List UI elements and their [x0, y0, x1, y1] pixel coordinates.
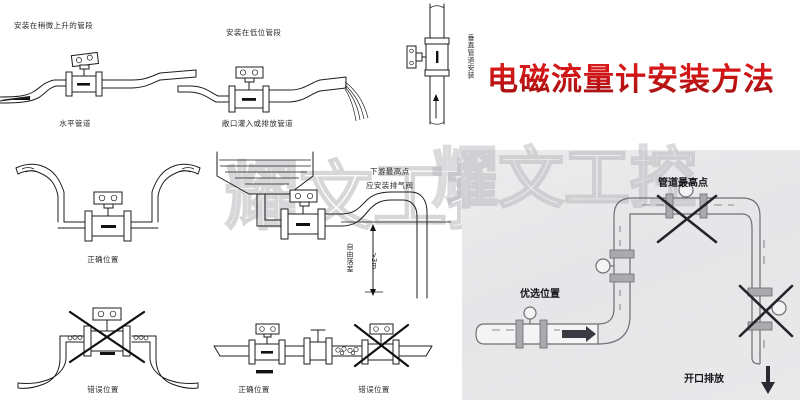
top-left-pipe-drawing	[0, 51, 197, 104]
bottom-middle-pipe-drawing	[213, 323, 433, 374]
mid-left-caption: 正确位置	[87, 255, 119, 264]
top-middle-heading: 安装在低位管段	[226, 28, 282, 37]
free-fall-label: 自由落差	[346, 243, 354, 273]
photo-label-preferred: 优选位置	[520, 289, 560, 300]
top-left-heading: 安装在稍微上升的管段	[14, 21, 93, 30]
bottom-middle-caption-left: 正确位置	[238, 385, 270, 394]
exhaust-valve-note-line2: 应安装排气阀	[366, 181, 414, 190]
mid-left-pipe-drawing	[15, 163, 201, 242]
free-fall-dimension: >3m	[370, 252, 378, 270]
bottom-left-pipe-drawing	[17, 307, 199, 389]
top-right-vertical-label: 垂直管道安装	[467, 34, 475, 79]
mid-middle-tank-drawing	[216, 151, 451, 299]
photo-label-high-point: 管道最高点	[658, 178, 708, 189]
photo-pipe-drawing	[475, 182, 794, 394]
photo-label-discharge: 开口排放	[684, 374, 724, 385]
photo-panel: 耀文工控	[431, 145, 800, 400]
top-middle-caption: 敞口灌入或排放管道	[221, 119, 294, 128]
top-right-vertical-pipe-drawing	[406, 3, 450, 125]
bottom-left-caption: 错误位置	[87, 385, 119, 394]
top-middle-pipe-drawing	[177, 66, 369, 122]
page-title: 电磁流量计安装方法	[487, 54, 775, 99]
top-left-caption: 水平管道	[59, 119, 91, 128]
bottom-middle-caption-right: 错误位置	[358, 385, 390, 394]
exhaust-valve-note-line1: 下游最高点	[370, 167, 410, 176]
